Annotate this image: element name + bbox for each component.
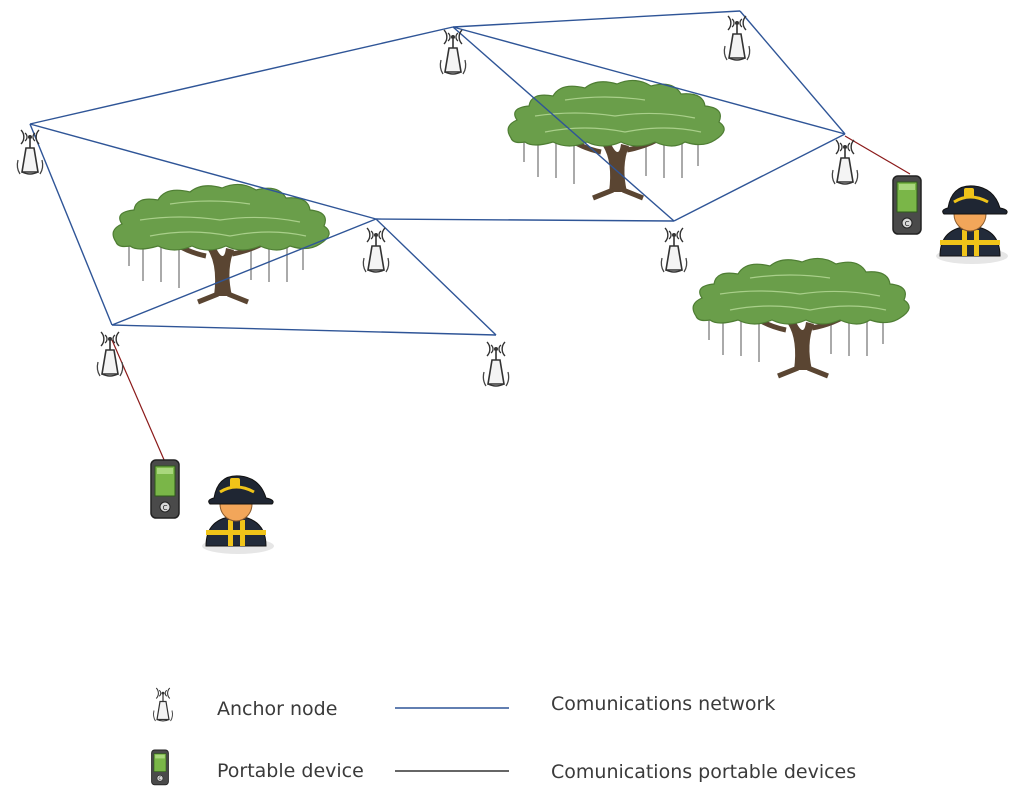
- portable-device: [150, 459, 180, 519]
- anchor-node: [439, 29, 467, 75]
- tree-icon: [508, 80, 724, 198]
- anchor-node: [96, 331, 124, 377]
- anchor-node: [723, 15, 751, 61]
- tree-icon: [113, 184, 329, 302]
- legend-anchor-icon: [152, 687, 174, 722]
- portable-device: [892, 175, 922, 235]
- portable-device-links: [111, 135, 911, 463]
- firefighter-icon: [934, 184, 1010, 266]
- legend-device-icon: [151, 749, 169, 786]
- anchor-node: [362, 227, 390, 273]
- legend: [151, 687, 509, 786]
- legend-network-label: Comunications network: [551, 693, 776, 715]
- anchor-node: [16, 129, 44, 175]
- legend-anchor-label: Anchor node: [217, 698, 338, 720]
- tree-icon: [693, 258, 909, 376]
- firefighter-icon: [200, 474, 276, 556]
- communications-network: [29, 10, 846, 336]
- anchor-node: [660, 227, 688, 273]
- anchor-node: [831, 139, 859, 185]
- legend-device-communications-label: Comunications portable devices: [551, 761, 857, 783]
- anchor-node: [482, 341, 510, 387]
- legend-portable-device-label: Portable device: [217, 760, 364, 782]
